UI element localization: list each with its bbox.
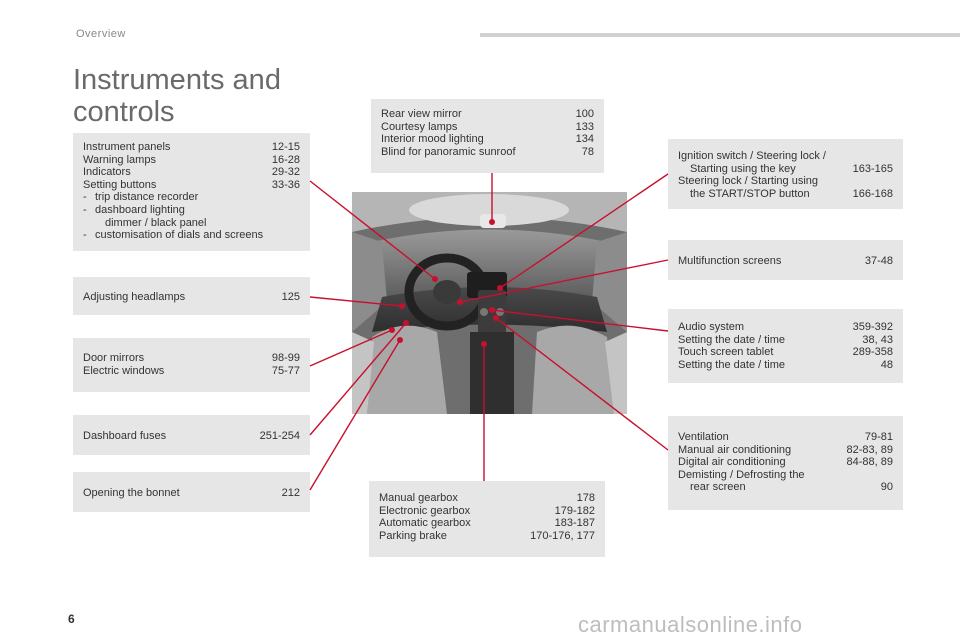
- title-line-2: controls: [73, 96, 175, 128]
- sub-item: -trip distance recorder: [83, 191, 199, 204]
- header-rule: [480, 33, 960, 37]
- callout-dot: [493, 315, 499, 321]
- callout-dot: [457, 299, 463, 305]
- section-label: Overview: [76, 28, 126, 40]
- leader-line: [309, 322, 407, 436]
- leader-line: [309, 296, 403, 307]
- callout-dot: [489, 307, 495, 313]
- callout-dot: [432, 276, 438, 282]
- callout-dot: [497, 285, 503, 291]
- watermark: carmanualsonline.info: [578, 612, 803, 637]
- callout-dot: [389, 327, 395, 333]
- text-line: Steering lock / Starting using: [678, 175, 819, 188]
- callout-dot: [489, 219, 495, 225]
- leader-line: [309, 339, 401, 491]
- callout-dot: [397, 337, 403, 343]
- callout-dot: [403, 320, 409, 326]
- callout-dot: [399, 303, 405, 309]
- page-title: Instruments and controls: [73, 64, 281, 128]
- box-ignition: Ignition switch / Steering lock / Starti…: [668, 139, 903, 209]
- text-line: Ignition switch / Steering lock /: [678, 150, 826, 162]
- text-line: Demisting / Defrosting the: [678, 468, 805, 481]
- leader-line: [495, 317, 669, 451]
- sub-item: -customisation of dials and screens: [83, 229, 264, 242]
- leader-line: [491, 309, 669, 332]
- sub-item: -dashboard lighting: [83, 203, 185, 216]
- leader-line: [499, 173, 669, 289]
- leader-line: [459, 259, 669, 303]
- leader-line: [309, 180, 436, 280]
- page-number: 6: [68, 612, 75, 626]
- sub-item-continued: dimmer / black panel: [105, 216, 207, 229]
- callout-dot: [481, 341, 487, 347]
- leader-line: [309, 329, 393, 367]
- title-line-1: Instruments and: [73, 64, 281, 96]
